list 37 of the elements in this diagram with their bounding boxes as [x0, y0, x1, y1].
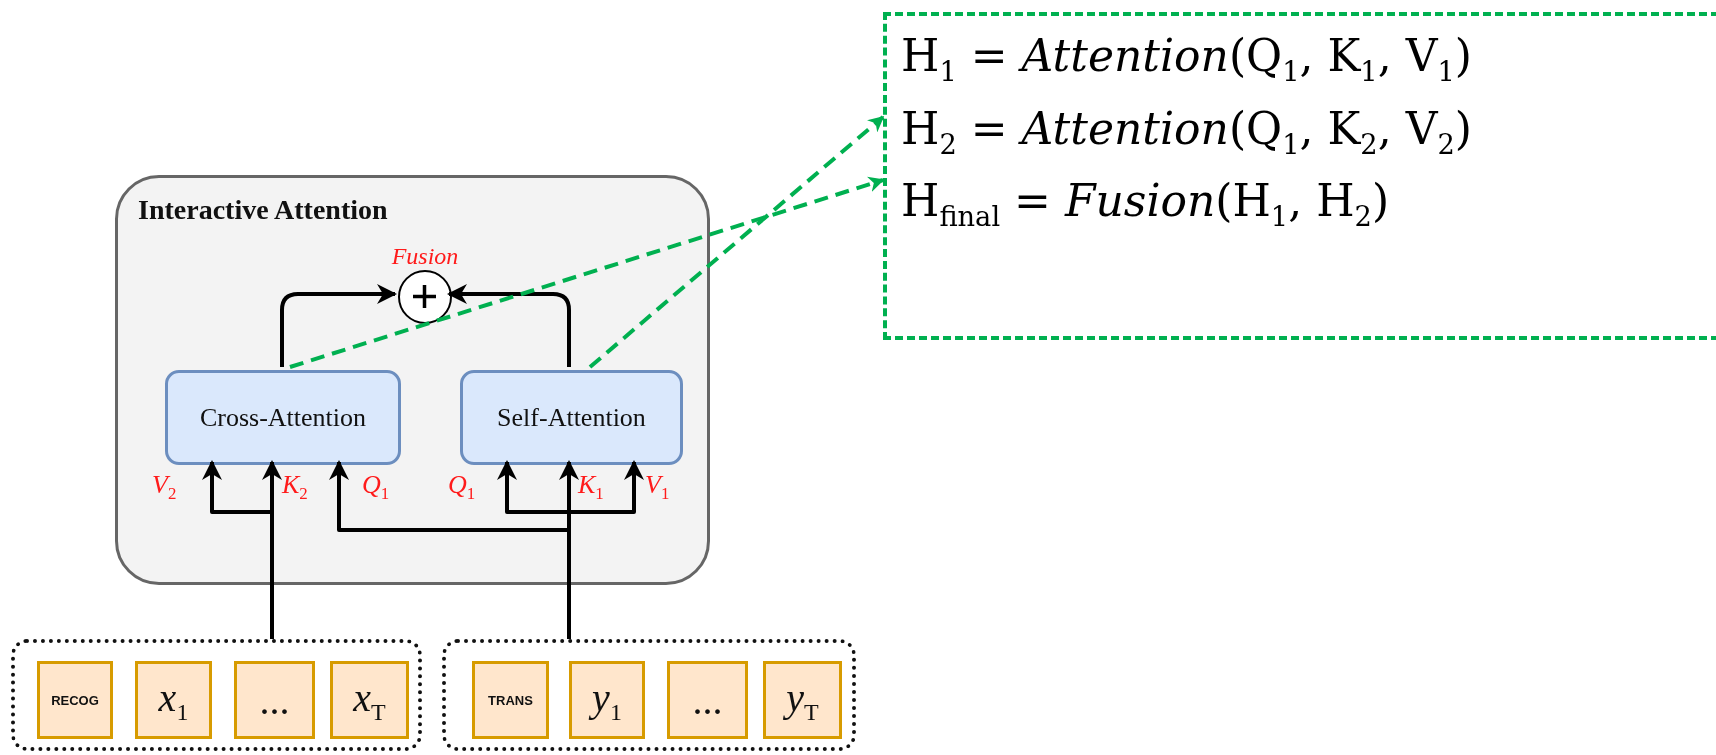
edge-label: K$_{1}$ — [578, 470, 604, 505]
token-box — [667, 661, 748, 739]
sequence-group — [442, 639, 856, 751]
dashed-arrow — [588, 115, 885, 369]
equation-box — [883, 12, 1716, 340]
token-label: x$_{T}$ — [353, 674, 386, 726]
arrow — [280, 284, 397, 367]
edge-label: V$_{2}$ — [152, 470, 177, 505]
token-box — [135, 661, 212, 739]
equation: H$_{final}$ = Fusion(H$_{1}$, H$_{2}$) — [901, 175, 1391, 234]
equation: H$_{1}$ = Attention(Q$_{1}$, K$_{1}$, V$_{1}$) — [901, 30, 1473, 89]
token-label: RECOG — [51, 692, 99, 708]
token-label: ... — [692, 676, 723, 724]
box-label: Cross-Attention — [199, 402, 367, 433]
token-box — [330, 661, 409, 739]
token-label: TRANS — [488, 692, 533, 708]
token-label: ... — [259, 676, 290, 724]
module-panel — [115, 175, 710, 585]
token-box — [763, 661, 842, 739]
attention-box — [165, 370, 401, 465]
node-caption: Fusion — [391, 243, 459, 270]
box-label: Self-Attention — [497, 402, 646, 433]
token-box — [472, 661, 549, 739]
sequence-group — [11, 639, 422, 751]
token-box — [234, 661, 315, 739]
attention-box — [460, 370, 683, 465]
edge-label: Q$_{1}$ — [448, 470, 476, 505]
token-label: x$_{1}$ — [158, 674, 189, 726]
dashed-arrow — [289, 176, 885, 369]
equation: H$_{2}$ = Attention(Q$_{1}$, K$_{2}$, V$_{2}$) — [901, 102, 1473, 162]
panel-title: Interactive Attention — [138, 194, 388, 227]
token-box — [569, 661, 645, 739]
edge-label: K$_{2}$ — [282, 470, 308, 505]
arrow — [447, 284, 571, 367]
edge-label: V$_{1}$ — [645, 470, 670, 505]
edge-label: Q$_{1}$ — [362, 470, 390, 505]
token-box — [37, 661, 113, 739]
